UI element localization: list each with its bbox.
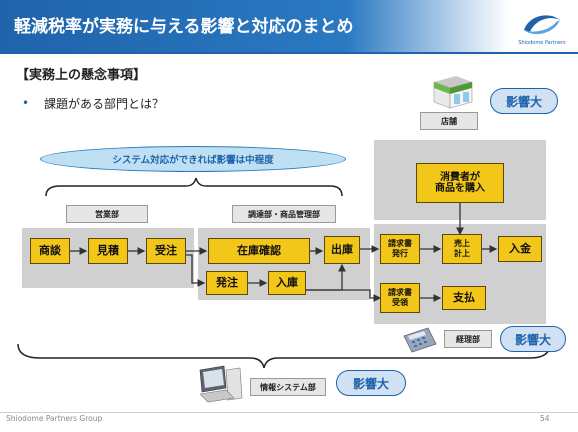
company-logo-text: Shiodome Partners	[518, 40, 566, 46]
page-title: 軽減税率が実務に与える影響と対応のまとめ	[14, 17, 354, 37]
dept-accounting-label: 経理部	[444, 330, 492, 348]
process-payment-in: 入金	[498, 236, 542, 262]
bullet-icon: •	[22, 96, 30, 110]
impact-bubble-it: 影響大	[336, 370, 406, 396]
title-divider	[0, 52, 578, 54]
process-invoice-issue: 請求書 発行	[380, 234, 420, 264]
process-inventory-check: 在庫確認	[208, 238, 310, 264]
process-payment-out: 支払	[442, 286, 486, 310]
footer-company: Shiodome Partners Group	[6, 414, 103, 423]
process-estimate: 見積	[88, 238, 128, 264]
section-heading: 【実務上の懸念事項】	[16, 68, 147, 83]
process-consumer-purchase: 消費者が 商品を購入	[416, 163, 504, 203]
dept-store-label: 店舗	[420, 112, 478, 130]
impact-bubble-store: 影響大	[490, 88, 558, 114]
process-order-received: 受注	[146, 238, 186, 264]
store-icon	[428, 72, 476, 110]
process-shipping: 出庫	[324, 236, 360, 264]
dept-procurement-label: 調達部・商品管理部	[232, 205, 336, 223]
bullet-text: 課題がある部門とは？	[44, 97, 165, 111]
impact-bubble-accounting: 影響大	[500, 326, 566, 352]
calculator-icon	[402, 326, 438, 354]
computer-icon	[196, 364, 244, 404]
process-sales-record: 売上 計上	[442, 234, 482, 264]
process-invoice-receive: 請求書 受領	[380, 283, 420, 313]
dept-sales-label: 営業部	[66, 205, 148, 223]
company-logo-icon	[516, 8, 568, 48]
process-receiving: 入庫	[268, 271, 306, 295]
page-number: 54	[540, 414, 550, 423]
process-order-placed: 発注	[206, 271, 248, 295]
process-negotiation: 商談	[30, 238, 70, 264]
dept-it-label: 情報システム部	[250, 378, 326, 396]
footer-divider	[0, 412, 578, 413]
ellipse-note: システム対応ができれば影響は中程度	[40, 146, 346, 172]
title-bar	[0, 0, 578, 52]
